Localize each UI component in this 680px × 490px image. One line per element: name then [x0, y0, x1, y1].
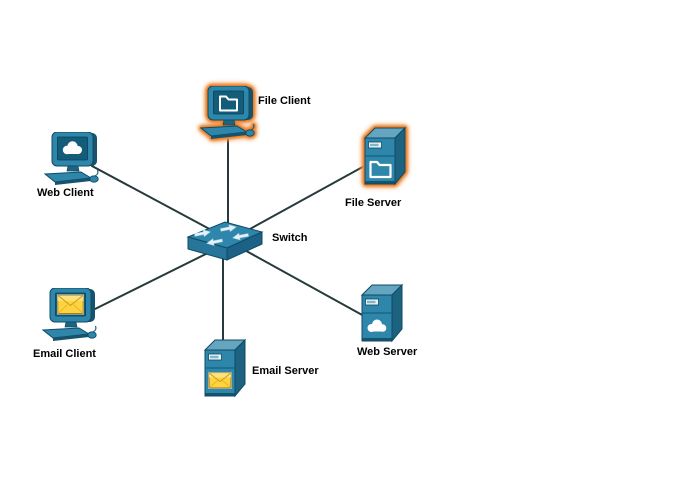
desktop-computer-icon — [200, 86, 255, 139]
transfer-arrows-icon — [194, 224, 249, 246]
cloud-icon — [367, 319, 387, 332]
device-switch[interactable] — [186, 220, 264, 262]
link-file-server-switch[interactable] — [229, 163, 369, 241]
device-email-client[interactable] — [42, 288, 98, 342]
file-client-label: File Client — [258, 95, 311, 107]
selection-highlight — [362, 126, 408, 188]
switch-label: Switch — [272, 232, 308, 244]
folder-icon — [369, 160, 392, 179]
device-file-server[interactable] — [362, 126, 408, 188]
folder-icon — [219, 95, 238, 112]
email-client-label: Email Client — [33, 348, 96, 360]
link-web-client-switch[interactable] — [91, 165, 231, 241]
device-email-server[interactable] — [202, 338, 248, 400]
desktop-computer-icon — [44, 132, 99, 185]
device-web-client[interactable] — [44, 132, 100, 186]
server-tower-icon — [363, 126, 407, 186]
device-file-client[interactable] — [200, 86, 256, 140]
envelope-icon — [208, 372, 232, 389]
file-server-label: File Server — [345, 197, 402, 209]
device-web-server[interactable] — [359, 283, 405, 345]
envelope-icon — [57, 294, 84, 315]
email-server-label: Email Server — [252, 365, 319, 377]
network-switch-icon — [186, 221, 264, 261]
selection-highlight — [200, 86, 256, 140]
link-web-server-switch[interactable] — [229, 241, 365, 317]
server-tower-icon — [360, 283, 404, 343]
web-client-label: Web Client — [37, 187, 94, 199]
cloud-icon — [62, 141, 82, 155]
desktop-computer-icon — [42, 288, 97, 341]
web-server-label: Web Server — [357, 346, 418, 358]
server-tower-icon — [203, 338, 247, 398]
